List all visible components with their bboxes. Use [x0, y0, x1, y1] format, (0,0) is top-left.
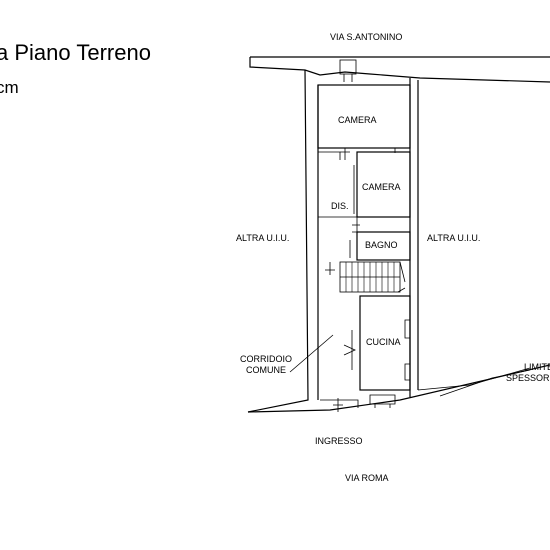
room-bagno — [349, 231, 411, 261]
label-limite: LIMITE — [524, 362, 550, 372]
entry-door — [320, 394, 396, 412]
label-ingresso: INGRESSO — [315, 436, 363, 446]
room-camera-1 — [317, 84, 411, 160]
scale-note: cm — [0, 78, 19, 97]
page-title: a Piano Terreno — [0, 40, 151, 65]
label-bagno: BAGNO — [365, 240, 398, 250]
room-camera-2 — [318, 151, 411, 218]
street-bottom-line — [247, 364, 550, 413]
label-spessore: SPESSOR — [506, 373, 550, 383]
room-cucina — [343, 295, 411, 391]
label-altra-right: ALTRA U.I.U. — [427, 233, 480, 243]
label-cucina: CUCINA — [366, 337, 401, 347]
leader-lines — [289, 334, 531, 397]
label-comune: COMUNE — [246, 365, 286, 375]
label-camera-1: CAMERA — [338, 115, 377, 125]
label-altra-left: ALTRA U.I.U. — [236, 233, 289, 243]
label-street-top: VIA S.ANTONINO — [330, 32, 402, 42]
room-dis — [318, 216, 360, 233]
label-camera-2: CAMERA — [362, 182, 401, 192]
street-top-line — [249, 56, 550, 83]
stair — [325, 261, 406, 293]
label-dis: DIS. — [331, 201, 349, 211]
label-street-bottom: VIA ROMA — [345, 473, 389, 483]
label-corridoio: CORRIDOIO — [240, 354, 292, 364]
